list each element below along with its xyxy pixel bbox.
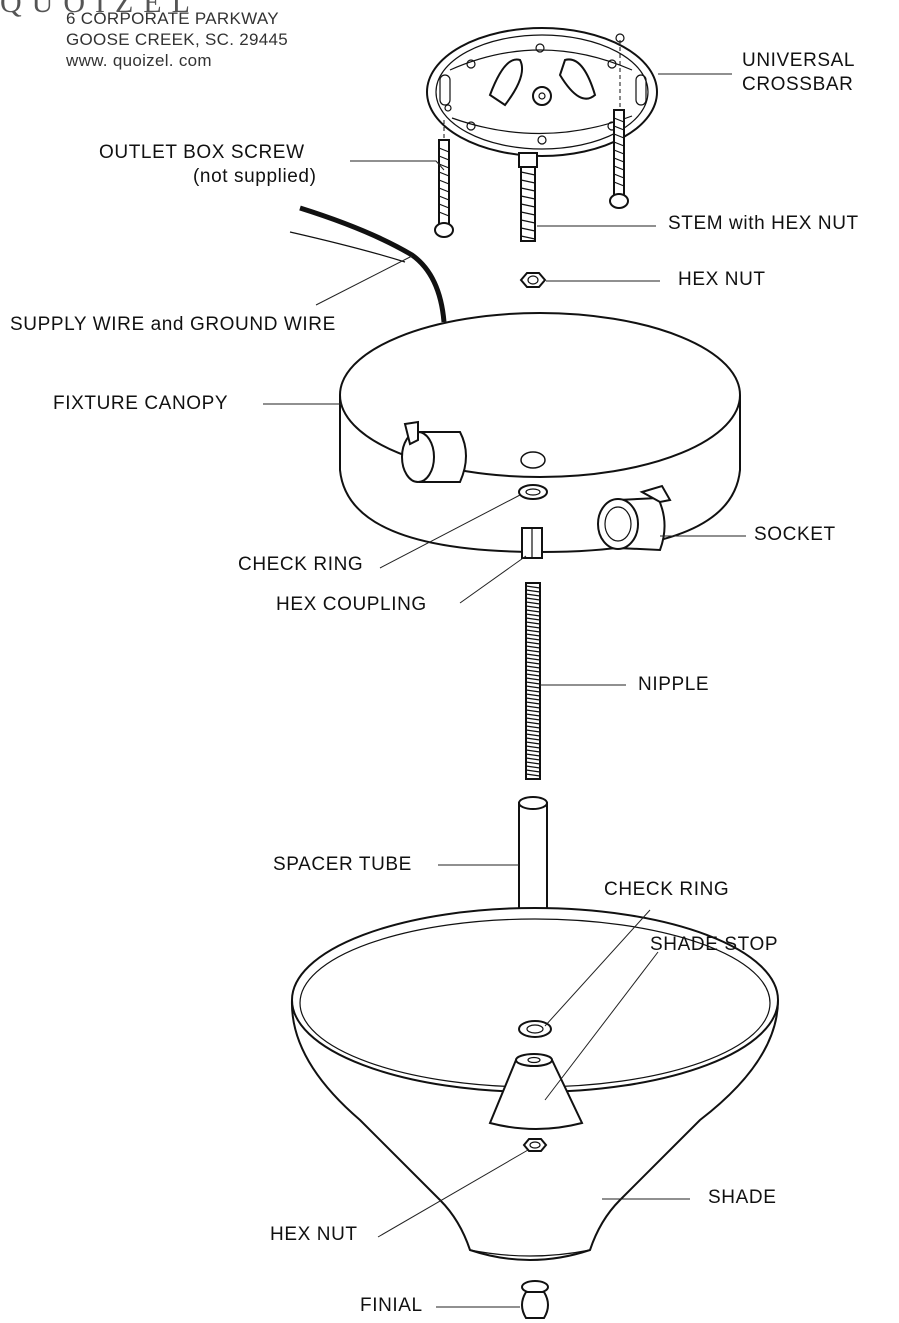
- supply-wire: [289, 205, 447, 323]
- shade-stop: [488, 1053, 584, 1130]
- finial-part: [521, 1280, 549, 1319]
- label-stem-with-hex-nut: STEM with HEX NUT: [668, 213, 859, 234]
- leader-lines: [263, 73, 746, 1308]
- label-shade-stop: SHADE STOP: [650, 934, 779, 955]
- website-text: www. quoizel. com: [66, 51, 212, 70]
- label-universal-crossbar-2: CROSSBAR: [742, 74, 854, 95]
- label-hex-nut-bottom: HEX NUT: [270, 1224, 358, 1245]
- universal-crossbar: [426, 27, 658, 157]
- socket-part: [597, 484, 672, 552]
- hex-nut-bottom: [522, 1138, 548, 1152]
- hex-coupling: [521, 527, 543, 559]
- label-check-ring-top: CHECK RING: [238, 554, 364, 575]
- label-shade: SHADE: [708, 1187, 777, 1208]
- outlet-box-screw-right: [609, 40, 629, 209]
- check-ring-bottom: [518, 1020, 552, 1038]
- address-line-2: GOOSE CREEK, SC. 29445: [66, 30, 289, 49]
- hex-nut-top: [519, 272, 547, 288]
- label-fixture-canopy: FIXTURE CANOPY: [53, 393, 229, 414]
- fixture-canopy: [339, 312, 741, 554]
- label-nipple: NIPPLE: [638, 674, 710, 695]
- label-check-ring-bottom: CHECK RING: [604, 879, 730, 900]
- outlet-box-screw-left: [434, 120, 454, 238]
- stem-with-hex-nut: [518, 152, 538, 242]
- nipple-part: [525, 582, 541, 780]
- label-not-supplied: (not supplied): [193, 166, 317, 187]
- label-hex-coupling: HEX COUPLING: [276, 594, 427, 615]
- address-line-1: 6 CORPORATE PARKWAY: [66, 9, 279, 28]
- label-outlet-box-screw: OUTLET BOX SCREW: [99, 142, 305, 163]
- company-logo: QUOIZEL: [0, 0, 200, 19]
- label-finial: FINIAL: [360, 1295, 423, 1316]
- label-supply-wire: SUPPLY WIRE and GROUND WIRE: [10, 314, 336, 335]
- label-universal-crossbar-1: UNIVERSAL: [742, 50, 856, 71]
- label-hex-nut-top: HEX NUT: [678, 269, 766, 290]
- label-socket: SOCKET: [754, 524, 836, 545]
- canopy-socket-left: [401, 420, 467, 483]
- label-spacer-tube: SPACER TUBE: [273, 854, 412, 875]
